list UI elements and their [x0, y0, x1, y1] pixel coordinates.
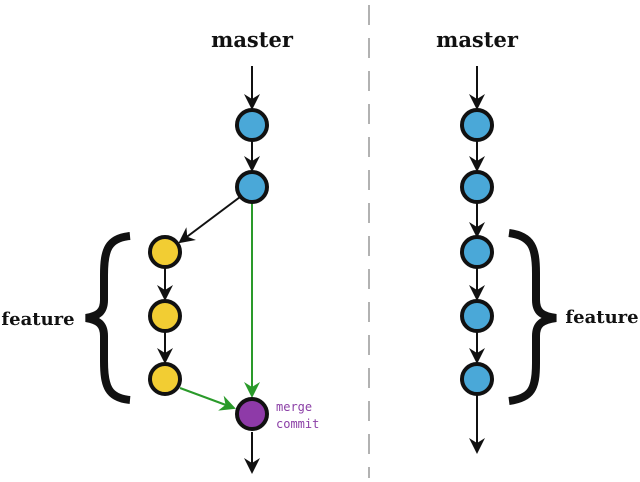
master-commit-1: [235, 108, 269, 142]
rebased-commit-5: [460, 362, 494, 396]
feature-brace-left: [85, 232, 131, 404]
feature-commit-2: [148, 299, 182, 333]
rebased-commit-1: [460, 108, 494, 142]
feature-commit-3: [148, 362, 182, 396]
left-feature-label: feature: [1, 309, 74, 330]
rebased-commit-2: [460, 170, 494, 204]
edge-f3-to-merge-green: [179, 387, 236, 411]
right-feature-label: feature: [565, 307, 638, 328]
feature-brace-right: [508, 229, 557, 405]
right-master-label: master: [436, 27, 519, 52]
left-panel-merge: master merge commit feature: [1, 27, 319, 474]
rebased-commit-4: [460, 299, 494, 333]
feature-commit-1: [148, 235, 182, 269]
master-commit-2: [235, 170, 269, 204]
left-master-label: master: [211, 27, 294, 52]
merge-label-line1: merge: [276, 400, 312, 414]
rebased-commit-3: [460, 235, 494, 269]
merge-commit: [235, 397, 269, 431]
right-panel-rebase: master feature: [436, 27, 639, 454]
merge-label-line2: commit: [276, 417, 319, 431]
edge-m2-to-f1: [178, 196, 241, 244]
